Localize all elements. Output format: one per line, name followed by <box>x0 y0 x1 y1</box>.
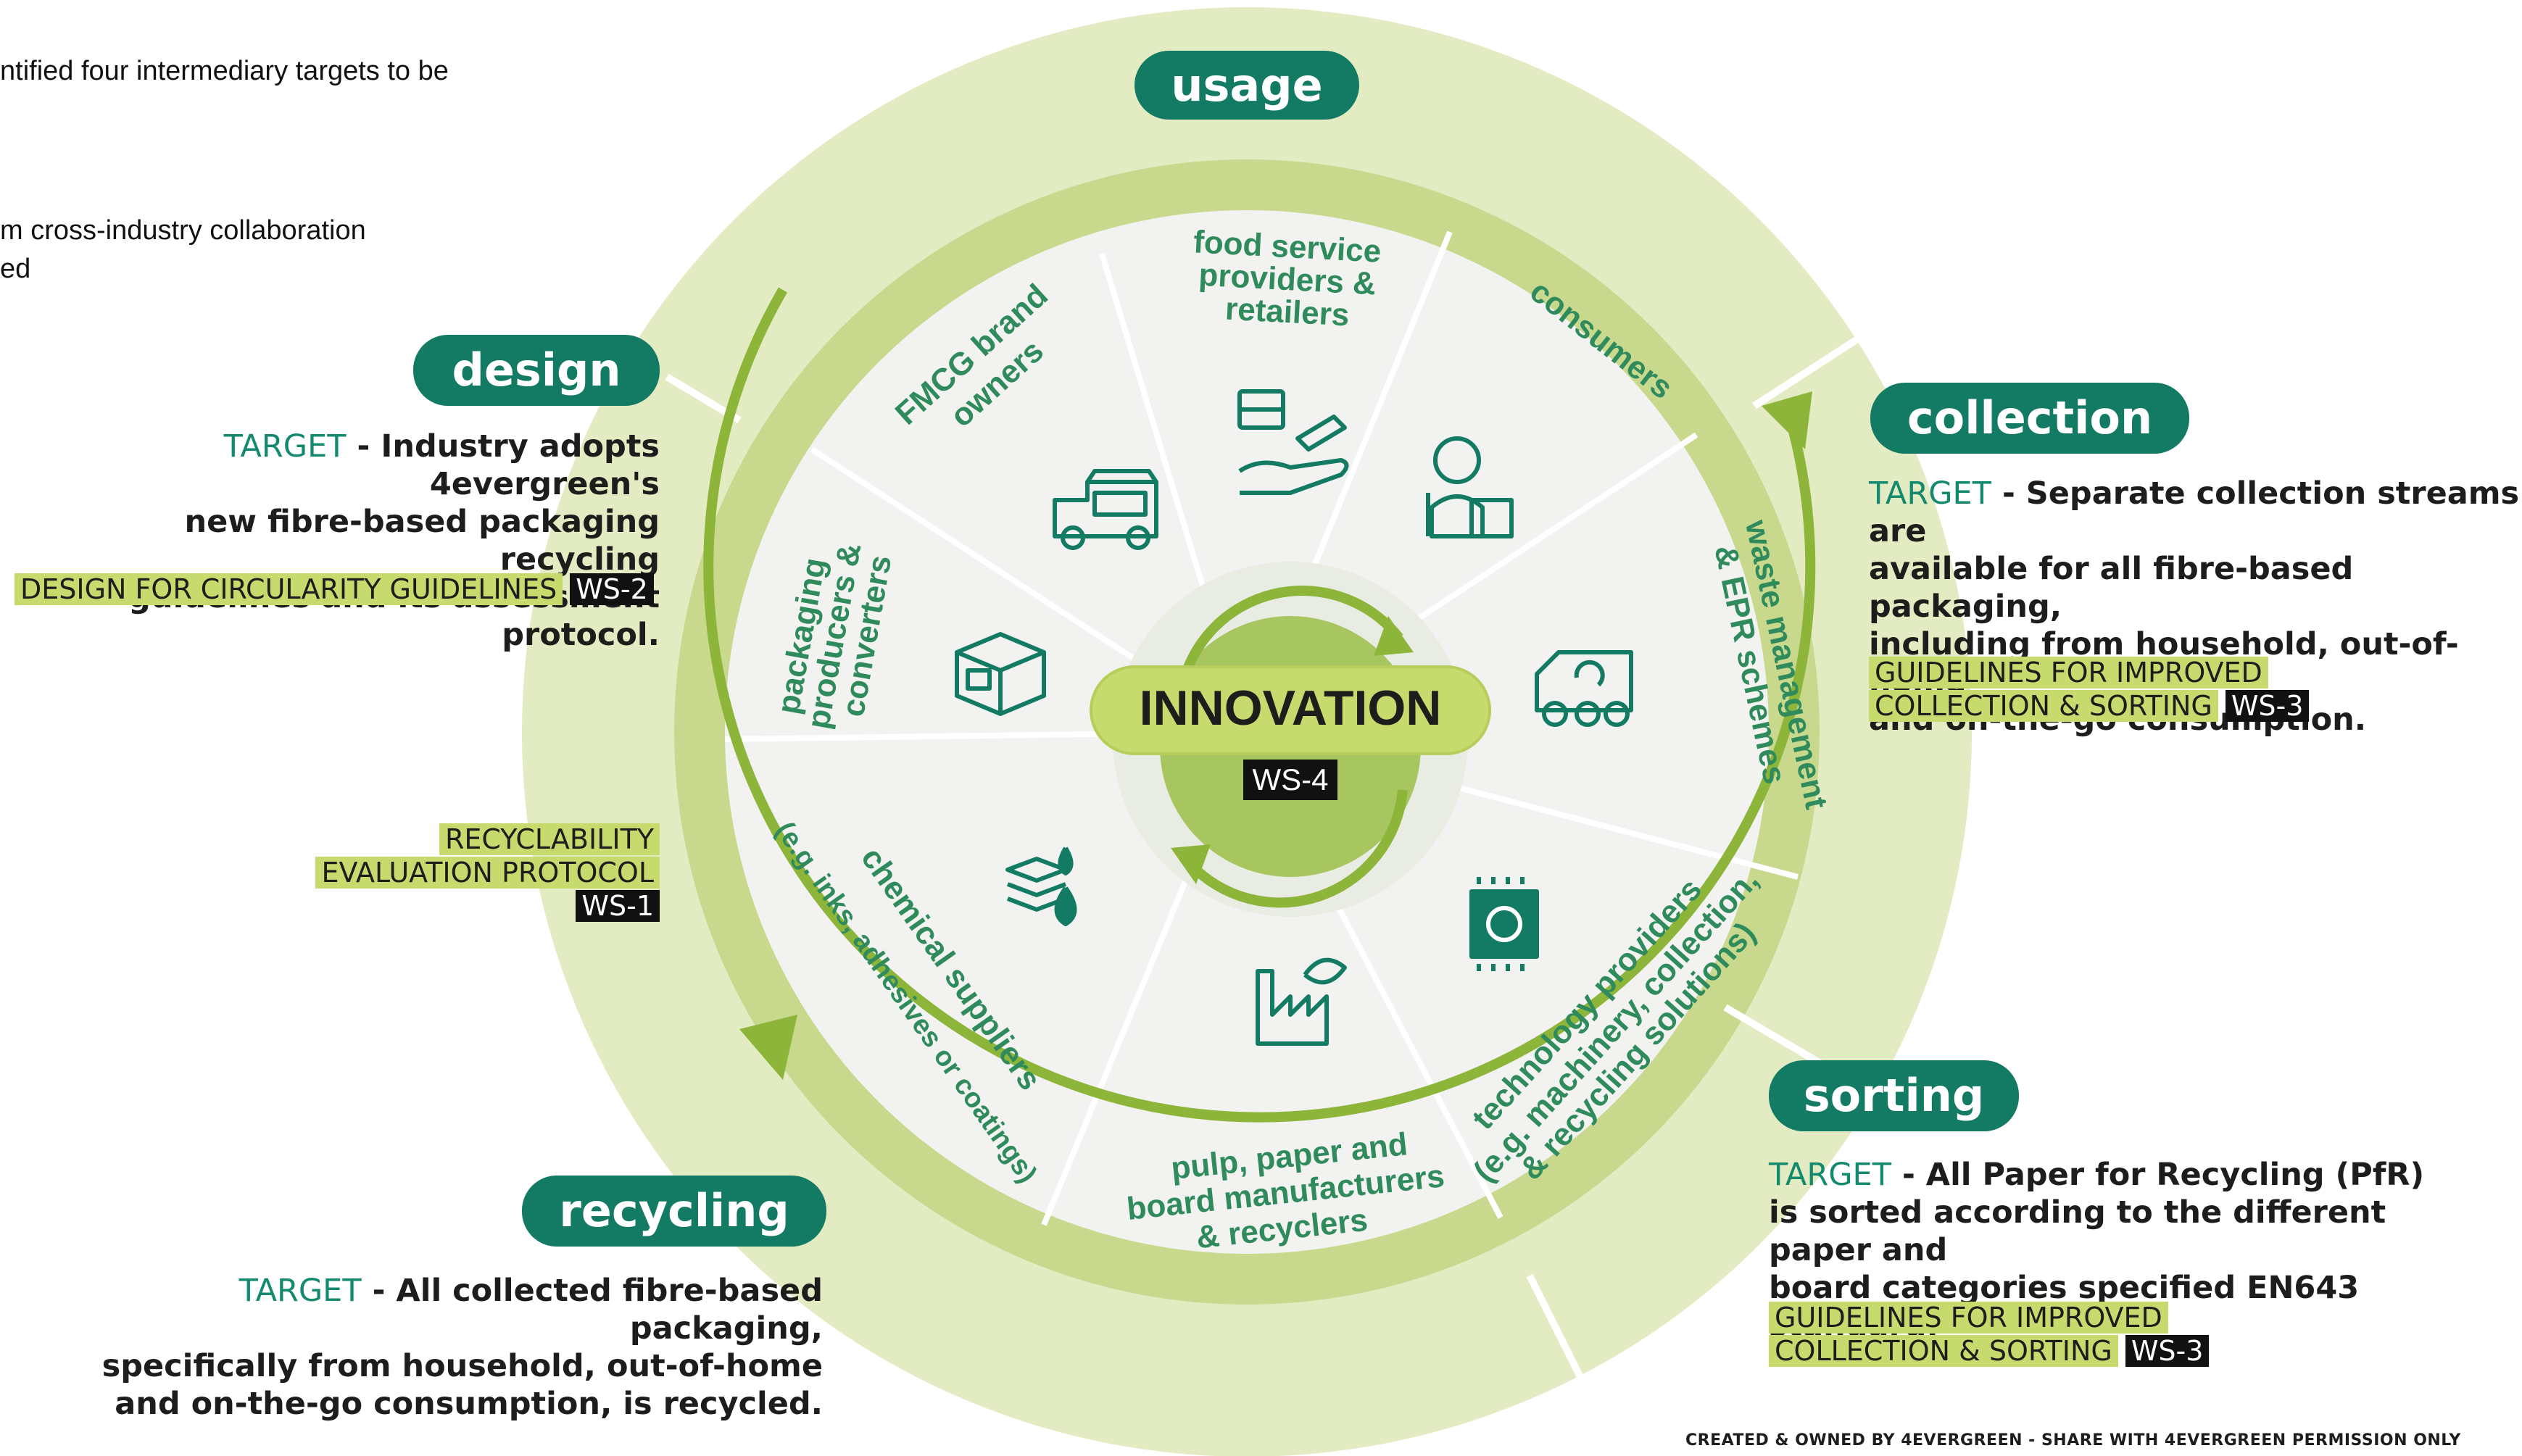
collection-target-keyword: TARGET <box>1869 475 1991 512</box>
cycle-arrowhead-left <box>739 1015 797 1080</box>
collection-guideline-line1: GUIDELINES FOR IMPROVED <box>1869 657 2268 689</box>
collection-guideline-line2: COLLECTION & SORTING <box>1869 690 2218 722</box>
center-arrow-bottom <box>1185 789 1408 908</box>
design-guideline-ws: WS-2 <box>570 573 654 605</box>
center-arrowhead-bottom <box>1171 844 1211 884</box>
intro-line-3: ed <box>0 254 31 284</box>
ws4-label: WS-4 <box>1253 762 1329 796</box>
ws4-badge <box>1243 760 1337 800</box>
sorting-target-line1: - All Paper for Recycling (PfR) <box>1901 1157 2425 1193</box>
recycling-target-line3: and on-the-go consumption, is recycled. <box>115 1386 823 1422</box>
stage-design-pill: design <box>413 335 660 406</box>
cycle-arrow-ring <box>703 287 1816 1123</box>
center-arrowhead-top <box>1374 616 1414 656</box>
recycling-target-keyword: TARGET <box>238 1273 362 1309</box>
intro-line-1: ntified four intermediary targets to be <box>0 56 449 86</box>
intro-line-2: m cross-industry collaboration <box>0 215 366 246</box>
innovation-title: INNOVATION <box>1140 681 1442 736</box>
sorting-guideline-ws: WS-3 <box>2125 1335 2210 1367</box>
sorting-target-line2: is sorted according to the different pap… <box>1769 1194 2386 1268</box>
recycling-target: TARGET - All collected fibre-based packa… <box>72 1272 823 1423</box>
credit-footer: CREATED & OWNED BY 4EVERGREEN - SHARE WI… <box>1685 1431 2461 1449</box>
sorting-target-keyword: TARGET <box>1769 1157 1891 1193</box>
stage-recycling-pill: recycling <box>522 1176 826 1247</box>
sorting-guideline-line1: GUIDELINES FOR IMPROVED <box>1769 1302 2168 1334</box>
design-guideline-label: DESIGN FOR CIRCULARITY GUIDELINES <box>14 573 563 605</box>
stage-sorting-pill: sorting <box>1769 1060 2019 1131</box>
factory-leaf-icon <box>1256 957 1347 1046</box>
cycle-arrowhead-top <box>1762 391 1812 449</box>
recycling-target-line1: - All collected fibre-based packaging, <box>372 1273 823 1347</box>
food-service-icon <box>1237 389 1349 495</box>
recycling-target-line2: specifically from household, out-of-home <box>101 1348 823 1384</box>
consumer-shopping-icon <box>1426 436 1514 538</box>
food-truck-icon <box>1053 469 1158 550</box>
evaluation-line1: RECYCLABILITY <box>439 823 660 855</box>
chip-gear-icon <box>1469 877 1539 971</box>
chemical-drops-icon <box>1005 846 1077 926</box>
recycling-truck-icon <box>1535 650 1633 727</box>
collection-target-line1: - Separate collection streams are <box>1869 475 2520 549</box>
collection-guideline: GUIDELINES FOR IMPROVED COLLECTION & SOR… <box>1869 656 2310 723</box>
sorting-guideline-line2: COLLECTION & SORTING <box>1769 1335 2118 1367</box>
design-target: TARGET - Industry adopts 4evergreen's ne… <box>22 428 660 654</box>
design-target-line2: new fibre-based packaging recycling <box>184 504 660 578</box>
box-icon <box>955 632 1046 716</box>
actor-food-line3: retailers <box>1224 291 1351 333</box>
design-target-keyword: TARGET <box>223 428 347 465</box>
center-arrow-top <box>1177 586 1403 690</box>
collection-target-line2: available for all fibre-based packaging, <box>1869 551 2354 625</box>
innovation-pill <box>1090 665 1491 755</box>
evaluation-protocol: RECYCLABILITY EVALUATION PROTOCOL WS-1 <box>304 823 660 923</box>
design-target-line1: - Industry adopts 4evergreen's <box>357 428 660 502</box>
collection-guideline-ws: WS-3 <box>2225 690 2310 722</box>
sorting-guideline: GUIDELINES FOR IMPROVED COLLECTION & SOR… <box>1769 1301 2210 1368</box>
stage-usage-pill: usage <box>1135 51 1359 120</box>
evaluation-line2: EVALUATION PROTOCOL <box>315 857 660 889</box>
evaluation-ws: WS-1 <box>576 890 660 922</box>
stage-collection-pill: collection <box>1870 383 2189 454</box>
